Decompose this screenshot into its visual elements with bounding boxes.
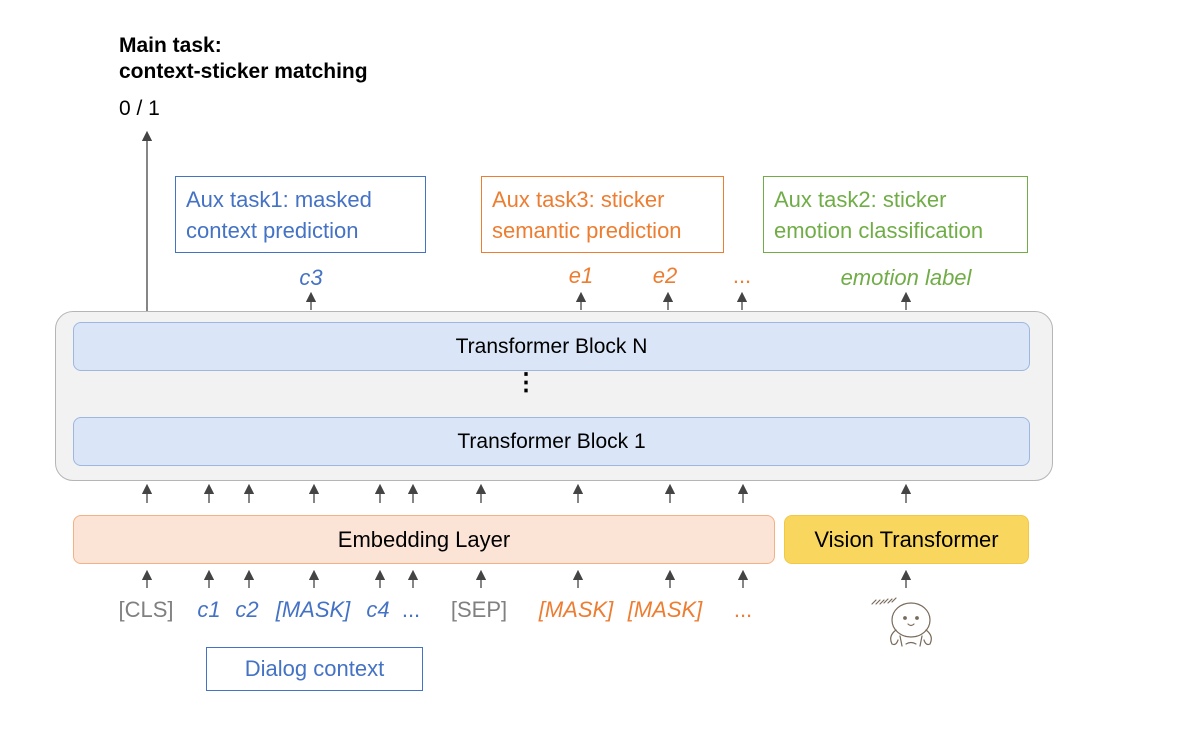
output-label-e2: e2 <box>652 263 678 288</box>
main-task-output: 0 / 1 <box>119 97 160 120</box>
main-task-title-line1: Main task: <box>119 34 222 57</box>
token-cls: [CLS] <box>118 597 174 622</box>
token-c4: c4 <box>366 597 390 622</box>
sticker-image-icon <box>871 597 932 647</box>
vision-transformer: Vision Transformer <box>784 515 1029 564</box>
main-task-title-line2: context-sticker matching <box>119 60 368 83</box>
aux-task3-box: Aux task3: sticker semantic prediction <box>481 176 724 253</box>
output-label-e1: e1 <box>568 263 594 288</box>
token-c2: c2 <box>235 597 259 622</box>
dialog-context-box: Dialog context <box>206 647 423 691</box>
output-label-c3: c3 <box>299 265 323 290</box>
aux-task1-box: Aux task1: masked context prediction <box>175 176 426 253</box>
aux-task1-line2: context prediction <box>186 218 359 243</box>
aux-task1-line1: Aux task1: masked <box>186 187 372 212</box>
aux-task3-line2: semantic prediction <box>492 218 682 243</box>
aux-task2-line1: Aux task2: sticker <box>774 187 947 212</box>
output-label-emotion: emotion label <box>840 265 972 290</box>
aux-task2-box: Aux task2: sticker emotion classificatio… <box>763 176 1028 253</box>
token-sep: [SEP] <box>450 597 508 622</box>
token-c1: c1 <box>197 597 221 622</box>
token-sticker-ellipsis: ... <box>733 597 753 622</box>
main-task-title: Main task: context-sticker matching <box>119 33 368 85</box>
token-mask-sticker-1: [MASK] <box>538 597 614 622</box>
transformer-block-n: Transformer Block N <box>73 322 1030 371</box>
aux-task2-line2: emotion classification <box>774 218 984 243</box>
token-context-ellipsis: ... <box>401 597 421 622</box>
transformer-block-1: Transformer Block 1 <box>73 417 1030 466</box>
aux-task3-line1: Aux task3: sticker <box>492 187 665 212</box>
token-mask-sticker-2: [MASK] <box>627 597 703 622</box>
output-label-ellipsis: ... <box>732 263 752 288</box>
token-mask-context: [MASK] <box>275 597 351 622</box>
embedding-layer: Embedding Layer <box>73 515 775 564</box>
